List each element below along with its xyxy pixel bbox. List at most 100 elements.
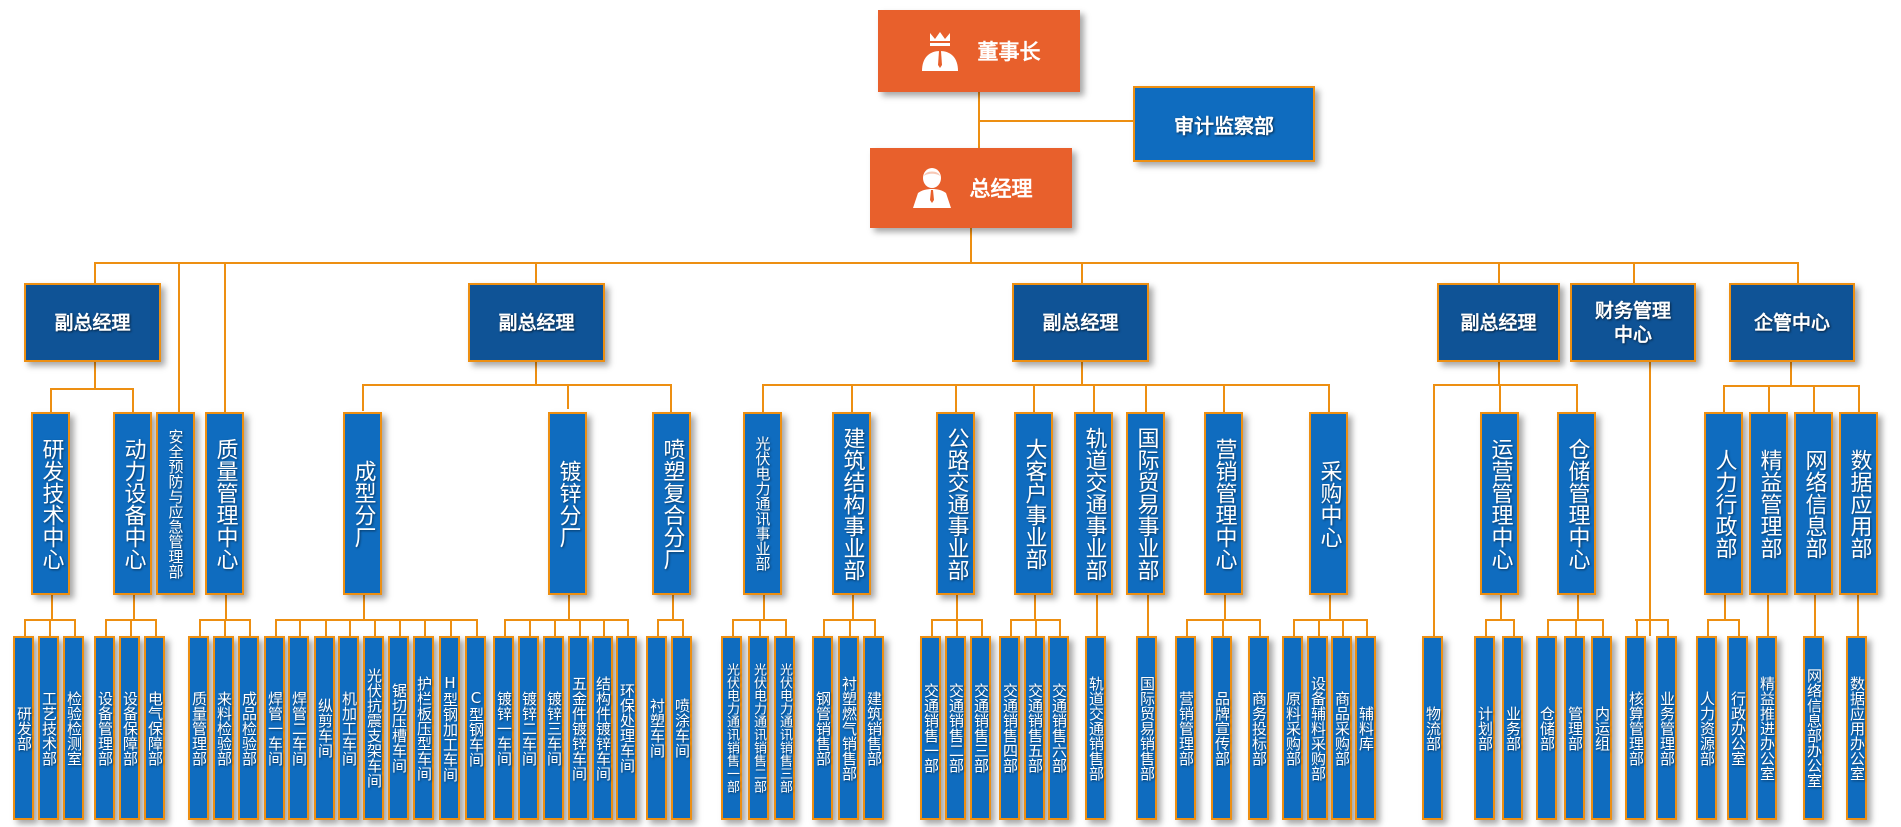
sub-dept-box[interactable]: 工艺技术部 bbox=[38, 636, 59, 820]
sub-dept-box[interactable]: 环保处理车间 bbox=[616, 636, 637, 820]
sub-dept-box[interactable]: 管理部 bbox=[1564, 636, 1585, 820]
sub-dept-box[interactable]: 交通销售二部 bbox=[945, 636, 966, 820]
sub-dept-box[interactable]: 仓储部 bbox=[1536, 636, 1557, 820]
vp-box-1[interactable]: 副总经理 bbox=[24, 283, 161, 362]
connector-v bbox=[1033, 384, 1035, 412]
sub-dept-box[interactable]: 设备管理部 bbox=[94, 636, 115, 820]
sub-dept-box[interactable]: 品牌宣传部 bbox=[1211, 636, 1232, 820]
sub-dept-box[interactable]: 行政办公室 bbox=[1727, 636, 1748, 820]
finance-center-box[interactable]: 财务管理中心 bbox=[1570, 283, 1696, 362]
dept-box-bigc[interactable]: 大客户事业部 bbox=[1014, 412, 1053, 595]
sub-dept-label: 交通销售一部 bbox=[922, 683, 940, 773]
sub-dept-box[interactable]: 设备辅料采购部 bbox=[1307, 636, 1328, 820]
sub-dept-box[interactable]: 计划部 bbox=[1474, 636, 1495, 820]
dept-box-wh[interactable]: 仓储管理中心 bbox=[1557, 412, 1596, 595]
sub-dept-box[interactable]: 光伏电力通讯销售一部 bbox=[721, 636, 742, 820]
connector-v bbox=[1737, 619, 1740, 636]
sub-dept-box[interactable]: 纵剪车间 bbox=[314, 636, 335, 820]
connector-v bbox=[1328, 595, 1331, 619]
sub-dept-box[interactable]: 质量管理部 bbox=[188, 636, 209, 820]
admin-center-box[interactable]: 企管中心 bbox=[1729, 283, 1855, 362]
sub-dept-label: 衬塑车间 bbox=[648, 698, 666, 758]
sub-dept-box[interactable]: 光伏电力通讯销售三部 bbox=[774, 636, 795, 820]
dept-box-hr[interactable]: 人力行政部 bbox=[1704, 412, 1743, 595]
sub-dept-box[interactable]: 建筑销售部 bbox=[863, 636, 884, 820]
dept-box-safety[interactable]: 安全预防与应急管理部 bbox=[156, 412, 195, 595]
sub-dept-box[interactable]: 核算管理部 bbox=[1625, 636, 1646, 820]
chairman-box[interactable]: 董事长 bbox=[878, 10, 1080, 92]
sub-dept-box[interactable]: 业务部 bbox=[1502, 636, 1523, 820]
sub-dept-box[interactable]: 护栏板压型车间 bbox=[413, 636, 434, 820]
sub-dept-box[interactable]: 交通销售五部 bbox=[1024, 636, 1045, 820]
sub-dept-box[interactable]: 衬塑燃气销售部 bbox=[838, 636, 859, 820]
dept-box-quality[interactable]: 质量管理中心 bbox=[205, 412, 244, 595]
sub-dept-box[interactable]: 成品检验部 bbox=[238, 636, 259, 820]
dept-box-build[interactable]: 建筑结构事业部 bbox=[832, 412, 871, 595]
sub-dept-box[interactable]: 电气保障部 bbox=[144, 636, 165, 820]
connector-v bbox=[298, 619, 301, 636]
sub-dept-box[interactable]: 交通销售四部 bbox=[999, 636, 1020, 820]
vp-box-2[interactable]: 副总经理 bbox=[468, 283, 605, 362]
connector-v bbox=[955, 619, 958, 636]
dept-box-road[interactable]: 公路交通事业部 bbox=[936, 412, 975, 595]
dept-box-purch[interactable]: 采购中心 bbox=[1309, 412, 1348, 595]
sub-dept-box[interactable]: 五金件镀锌车间 bbox=[568, 636, 589, 820]
sub-dept-box[interactable]: 业务管理部 bbox=[1656, 636, 1677, 820]
dept-box-ops[interactable]: 运营管理中心 bbox=[1480, 412, 1519, 595]
sub-dept-box[interactable]: 轨道交通销售部 bbox=[1085, 636, 1106, 820]
sub-dept-box[interactable]: 辅料库 bbox=[1355, 636, 1376, 820]
sub-dept-box[interactable]: 光伏电力通讯销售二部 bbox=[748, 636, 769, 820]
sub-dept-box[interactable]: 交通销售三部 bbox=[970, 636, 991, 820]
dept-box-lean[interactable]: 精益管理部 bbox=[1749, 412, 1788, 595]
sub-dept-box[interactable]: 检验检测室 bbox=[63, 636, 84, 820]
sub-dept-box[interactable]: 焊管二车间 bbox=[288, 636, 309, 820]
sub-dept-box[interactable]: H型钢加工车间 bbox=[439, 636, 460, 820]
dept-label: 大客户事业部 bbox=[1021, 437, 1047, 570]
sub-dept-box[interactable]: 光伏抗震支架车间 bbox=[363, 636, 384, 820]
sub-dept-box[interactable]: 营销管理部 bbox=[1175, 636, 1196, 820]
sub-dept-box[interactable]: 人力资源部 bbox=[1696, 636, 1717, 820]
sub-dept-box[interactable]: 喷涂车间 bbox=[671, 636, 692, 820]
sub-dept-label: 计划部 bbox=[1476, 705, 1494, 751]
sub-dept-box[interactable]: 交通销售一部 bbox=[920, 636, 941, 820]
sub-dept-box[interactable]: 衬塑车间 bbox=[646, 636, 667, 820]
sub-dept-box[interactable]: 焊管一车间 bbox=[264, 636, 285, 820]
sub-dept-box[interactable]: 镀锌二车间 bbox=[518, 636, 539, 820]
vp-box-4[interactable]: 副总经理 bbox=[1437, 283, 1560, 362]
sub-dept-box[interactable]: 镀锌一车间 bbox=[493, 636, 514, 820]
vp-box-3[interactable]: 副总经理 bbox=[1012, 283, 1149, 362]
audit-dept-box[interactable]: 审计监察部 bbox=[1133, 86, 1315, 162]
dept-box-mkt[interactable]: 营销管理中心 bbox=[1204, 412, 1243, 595]
connector-v bbox=[1723, 385, 1725, 412]
sub-dept-box[interactable]: C型钢车间 bbox=[465, 636, 486, 820]
dept-box-rd[interactable]: 研发技术中心 bbox=[31, 412, 70, 595]
sub-dept-box[interactable]: 来料检验部 bbox=[213, 636, 234, 820]
dept-box-rail[interactable]: 轨道交通事业部 bbox=[1074, 412, 1113, 595]
dept-box-pv[interactable]: 光伏电力通讯事业部 bbox=[743, 412, 782, 595]
sub-dept-box[interactable]: 原料采购部 bbox=[1282, 636, 1303, 820]
sub-dept-box[interactable]: 数据应用办公室 bbox=[1846, 636, 1867, 820]
sub-dept-box[interactable]: 精益推进办公室 bbox=[1756, 636, 1777, 820]
dept-box-data[interactable]: 数据应用部 bbox=[1839, 412, 1878, 595]
sub-dept-box[interactable]: 研发部 bbox=[13, 636, 34, 820]
dept-box-coat[interactable]: 喷塑复合分厂 bbox=[652, 412, 691, 595]
sub-dept-box[interactable]: 商品采购部 bbox=[1331, 636, 1352, 820]
sub-dept-box[interactable]: 网络信息部办公室 bbox=[1803, 636, 1824, 820]
sub-dept-box[interactable]: 钢管销售部 bbox=[812, 636, 833, 820]
dept-box-net[interactable]: 网络信息部 bbox=[1794, 412, 1833, 595]
dept-box-forming[interactable]: 成型分厂 bbox=[343, 412, 382, 595]
sub-dept-box[interactable]: 设备保障部 bbox=[119, 636, 140, 820]
general-manager-box[interactable]: 总经理 bbox=[870, 148, 1072, 228]
sub-dept-box[interactable]: 结构件镀锌车间 bbox=[592, 636, 613, 820]
sub-dept-box[interactable]: 交通销售六部 bbox=[1048, 636, 1069, 820]
sub-dept-box[interactable]: 镀锌三车间 bbox=[543, 636, 564, 820]
sub-dept-box[interactable]: 内运组 bbox=[1591, 636, 1612, 820]
sub-dept-box[interactable]: 物流部 bbox=[1422, 636, 1443, 820]
dept-box-power[interactable]: 动力设备中心 bbox=[113, 412, 152, 595]
sub-dept-box[interactable]: 机加工车间 bbox=[338, 636, 359, 820]
sub-dept-box[interactable]: 商务投标部 bbox=[1248, 636, 1269, 820]
dept-box-intl[interactable]: 国际贸易事业部 bbox=[1126, 412, 1165, 595]
sub-dept-box[interactable]: 锯切压槽车间 bbox=[388, 636, 409, 820]
dept-box-galv[interactable]: 镀锌分厂 bbox=[548, 412, 587, 595]
sub-dept-box[interactable]: 国际贸易销售部 bbox=[1136, 636, 1157, 820]
